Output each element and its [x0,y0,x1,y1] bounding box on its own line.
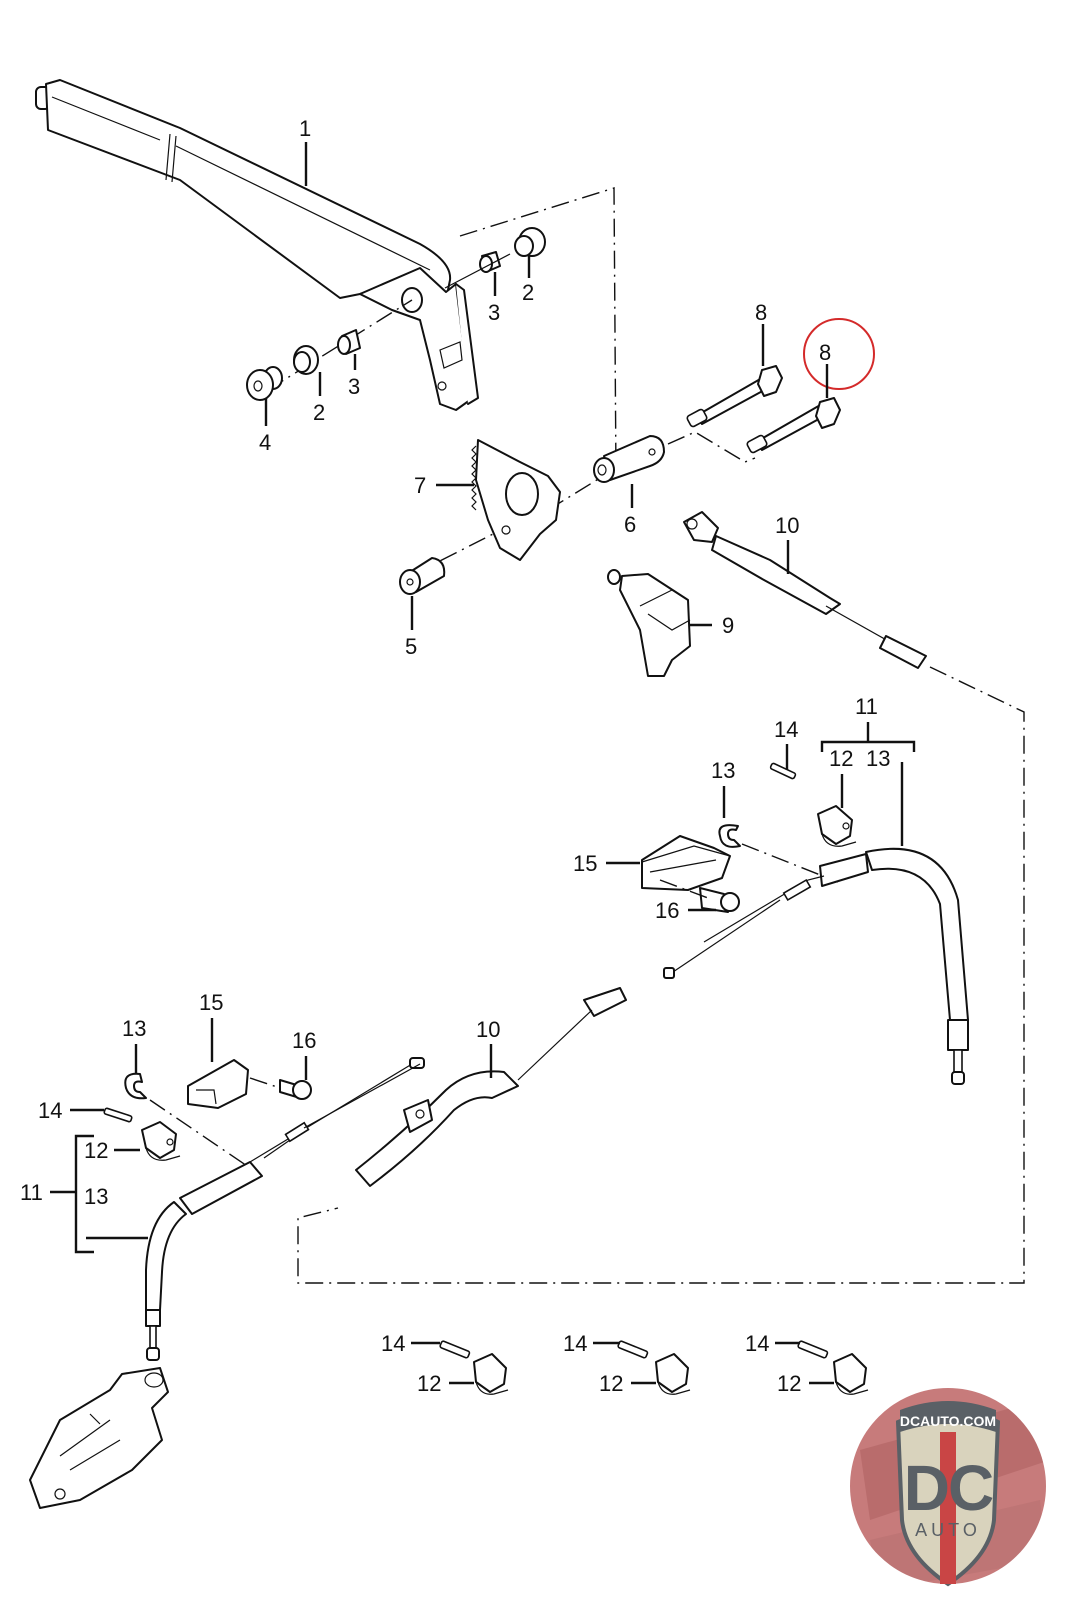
callout-14-upper: 14 [774,717,798,742]
outer-cable-11-lower [145,1063,421,1361]
assembly-line [459,187,617,479]
callout-12-upper: 12 [829,746,853,771]
assembly-line [249,1077,281,1089]
assembly-line [149,1099,257,1173]
callout-13-upper-cable: 13 [866,746,890,771]
bracket-15-lower [187,1059,249,1109]
callout-14-lower: 14 [38,1098,62,1123]
stud-14-upper [769,762,797,780]
callout-14-set3: 14 [745,1331,769,1356]
clamp-set-2 [617,1340,691,1395]
callout-16-upper: 16 [655,898,679,923]
c-clip-13-upper [718,824,741,848]
assembly-line [667,431,756,463]
callout-8-highlighted: 8 [819,340,831,365]
bushing-2-upper [514,227,546,257]
brake-caliper [29,1367,169,1509]
cover-bracket-9 [607,569,691,677]
callout-3-lower: 3 [348,374,360,399]
callout-16-lower: 16 [292,1028,316,1053]
callout-13-lower-clip: 13 [122,1016,146,1041]
assembly-line [297,666,1025,1284]
callout-11-upper: 11 [855,694,878,719]
bolt-16-lower [279,1079,312,1100]
logo-word: AUTO [915,1520,981,1540]
bolt-8-left [686,365,783,428]
pivot-nut-4 [246,366,283,401]
bolt-8-right [746,397,841,454]
callout-12-set1: 12 [417,1371,441,1396]
stud-14-lower [103,1107,133,1123]
ratchet-plate [471,439,561,561]
callout-11-lower: 11 [20,1180,43,1205]
bushing-2-lower [293,345,319,375]
callout-12-lower: 12 [84,1138,108,1163]
highlight-circle [803,318,875,390]
spacer-3-lower [337,329,361,355]
callout-6: 6 [624,512,636,537]
bushing-5 [399,557,446,595]
clamp-set-1 [439,1340,509,1395]
callout-1: 1 [299,116,311,141]
adjuster-cable-10-upper [683,511,927,669]
callout-10-upper: 10 [775,513,799,538]
callout-12-set2: 12 [599,1371,623,1396]
clamp-set-3 [797,1340,869,1395]
handbrake-lever [35,79,479,411]
spacer-3-upper [479,251,501,273]
callout-14-set1: 14 [381,1331,405,1356]
callout-4: 4 [259,430,271,455]
clamp-12-lower [141,1121,181,1161]
leader-lines [50,142,916,1385]
callout-14-set2: 14 [563,1331,587,1356]
logo-letters: DC [904,1452,993,1524]
callout-3-upper: 3 [488,300,500,325]
callout-13-lower-cable: 13 [84,1184,108,1209]
callout-10-lower: 10 [476,1017,500,1042]
c-clip-13-lower [124,1072,147,1100]
callout-13-upper-clip: 13 [711,758,735,783]
outer-cable-11-upper [663,847,969,1085]
callout-7: 7 [414,473,426,498]
assembly-line [267,299,413,391]
callout-2-lower: 2 [313,400,325,425]
cable-10-lower [249,987,627,1187]
bracket-15-upper [641,835,731,891]
callout-15-upper: 15 [573,851,597,876]
callout-5: 5 [405,634,417,659]
clevis-pin-6 [593,435,665,483]
callout-12-set3: 12 [777,1371,801,1396]
bolt-16-upper [699,887,740,913]
assembly-line [741,843,839,883]
assembly-line [659,879,709,899]
callout-2-upper: 2 [522,280,534,305]
logo-site-text: DCAUTO.COM [900,1413,996,1429]
callout-9: 9 [722,613,734,638]
callout-8-left: 8 [755,300,767,325]
callout-15-lower: 15 [199,990,223,1015]
dcauto-logo: DCAUTO.COM DC AUTO [850,1388,1046,1587]
clamp-12-upper [817,805,857,847]
